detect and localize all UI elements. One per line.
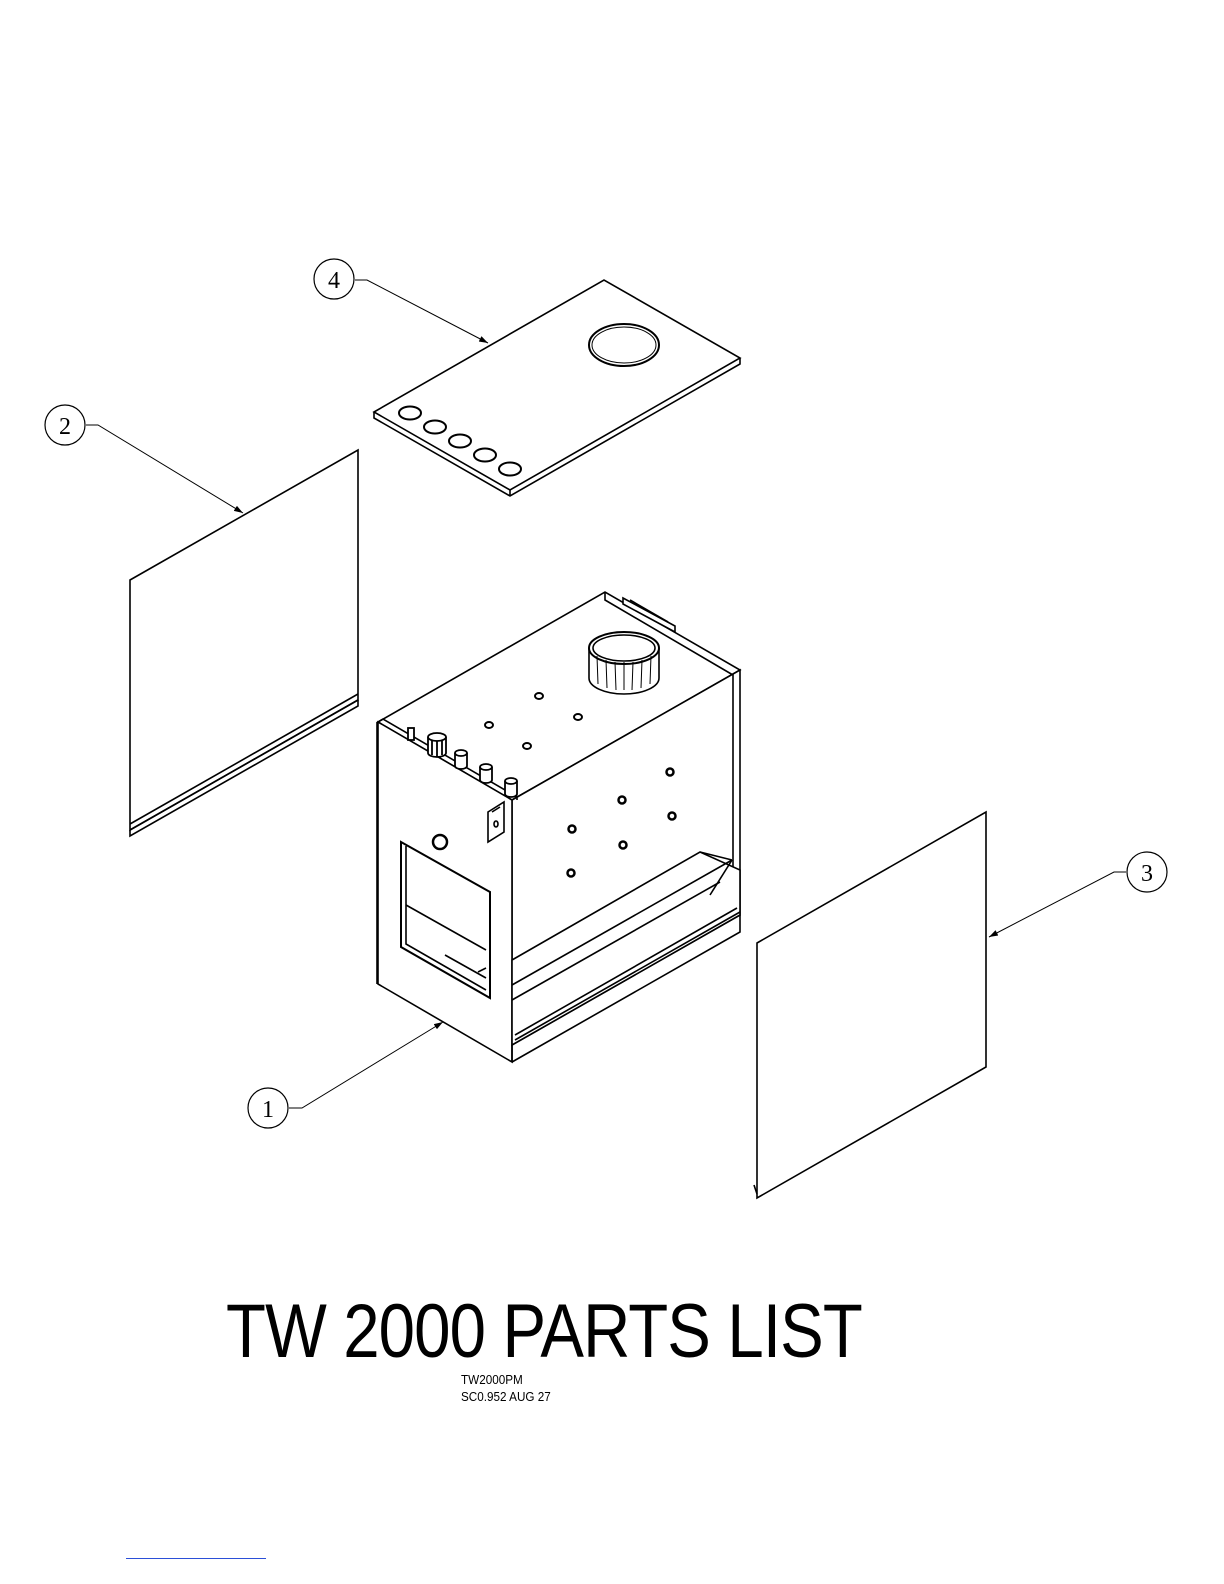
callout-label-2: 2 (59, 414, 71, 440)
callout-balloon-3: 3 (1127, 852, 1167, 892)
page-title: TW 2000 PARTS LIST (226, 1288, 862, 1375)
side-panel-part-3 (754, 812, 986, 1198)
callout-label-4: 4 (328, 268, 340, 294)
callout-balloon-2: 2 (45, 405, 85, 445)
callout-balloon-4: 4 (314, 259, 354, 299)
callout-balloon-1: 1 (248, 1088, 288, 1128)
cabinet-body-part-1 (377, 592, 740, 1062)
footer-rule (126, 1558, 266, 1559)
callout-label-3: 3 (1141, 861, 1153, 887)
side-panel-part-2 (130, 450, 358, 836)
drawing-number: TW2000PM (461, 1372, 523, 1387)
scale-date: SC0.952 AUG 27 (461, 1389, 551, 1404)
callout-label-1: 1 (262, 1097, 274, 1123)
